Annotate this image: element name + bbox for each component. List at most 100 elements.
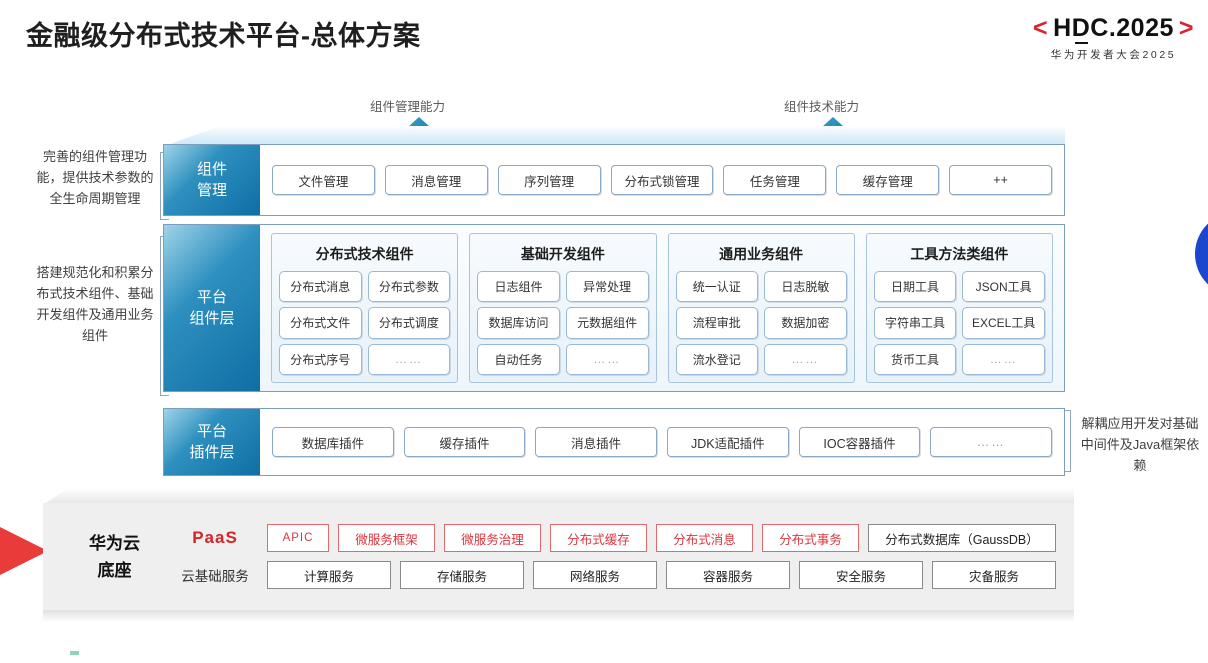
chip-cache-plugin[interactable]: 缓存插件 [403, 427, 526, 457]
base-top-surface [44, 488, 1074, 504]
chip-ioc-container-plugin[interactable]: IOC容器插件 [798, 427, 921, 457]
base-panel-shadow [43, 610, 1074, 622]
band-label-line2: 插件层 [189, 444, 235, 461]
cell-data-encryption[interactable]: 数据加密 [764, 307, 847, 339]
cell-transaction-registration[interactable]: 流水登记 [675, 343, 759, 375]
stack-top-surface [165, 126, 1065, 146]
cell-distributed-sequence[interactable]: 分布式序号 [279, 343, 362, 375]
paas-tag: PaaS [192, 528, 238, 547]
page-title: 金融级分布式技术平台-总体方案 [26, 21, 421, 51]
pbox-distributed-message[interactable]: 分布式消息 [656, 524, 753, 552]
pbox-microservice-governance[interactable]: 微服务治理 [444, 524, 541, 552]
pbox-security-service[interactable]: 安全服务 [799, 561, 923, 589]
cell-distributed-message[interactable]: 分布式消息 [279, 271, 362, 303]
band-label-line2: 组件层 [189, 310, 235, 327]
chip-sequence-management[interactable]: 序列管理 [497, 165, 601, 195]
group-distributed-technology: 分布式技术组件 分布式消息 分布式参数 分布式文件 分布式调度 分布式序号 …… [271, 233, 459, 383]
cell-log-desensitization[interactable]: 日志脱敏 [764, 271, 847, 303]
cell-automated-task[interactable]: 自动任务 [477, 343, 560, 375]
chip-file-management[interactable]: 文件管理 [272, 165, 375, 195]
group-title-utility-methods: 工具方法类组件 [910, 246, 1009, 262]
cell-more-basic[interactable]: …… [565, 343, 649, 375]
group-basic-development: 基础开发组件 日志组件 异常处理 数据库访问 元数据组件 自动任务 …… [469, 233, 657, 383]
cell-currency-utility[interactable]: 货币工具 [873, 343, 957, 375]
cell-exception-handling[interactable]: 异常处理 [565, 271, 649, 303]
angle-bracket-left-icon: < [1033, 14, 1049, 42]
band-platform-component-layer: 平台 组件层 分布式技术组件 分布式消息 分布式参数 分布式文件 分布式调度 分… [163, 224, 1065, 392]
group-grid-distributed-technology: 分布式消息 分布式参数 分布式文件 分布式调度 分布式序号 …… [279, 271, 451, 375]
pbox-disaster-recovery-service[interactable]: 灾备服务 [932, 561, 1056, 589]
cell-more-distributed[interactable]: …… [367, 343, 451, 375]
group-title-basic-development: 基础开发组件 [520, 246, 605, 262]
blue-circle-decoration [1195, 212, 1208, 296]
group-grid-utility-methods: 日期工具 JSON工具 字符串工具 EXCEL工具 货币工具 …… [873, 271, 1045, 375]
cloud-services-tag: 云基础服务 [181, 569, 249, 584]
component-groups: 分布式技术组件 分布式消息 分布式参数 分布式文件 分布式调度 分布式序号 ……… [260, 225, 1064, 391]
pbox-distributed-database-gaussdb[interactable]: 分布式数据库（GaussDB） [868, 524, 1056, 552]
cell-distributed-scheduling[interactable]: 分布式调度 [367, 307, 451, 339]
note-plugin-layer: 解耦应用开发对基础中间件及Java框架依赖 [1080, 416, 1200, 473]
cell-distributed-parameter[interactable]: 分布式参数 [367, 271, 451, 303]
hdc-logo: < HDC.2025 > 华为开发者大会2025 [1033, 14, 1194, 62]
pbox-storage-service[interactable]: 存储服务 [400, 561, 524, 589]
cell-more-utility[interactable]: …… [962, 343, 1045, 375]
huawei-cloud-base-panel: 华为云 底座 PaaS APIC 微服务框架 微服务治理 分布式缓存 分布式消息… [43, 503, 1074, 610]
cell-json-utility[interactable]: JSON工具 [962, 271, 1045, 303]
band-platform-plugin-layer: 平台 插件层 数据库插件 缓存插件 消息插件 JDK适配插件 IOC容器插件 …… [163, 408, 1065, 476]
pbox-distributed-transaction[interactable]: 分布式事务 [762, 524, 859, 552]
group-general-business: 通用业务组件 统一认证 日志脱敏 流程审批 数据加密 流水登记 …… [667, 233, 855, 383]
chip-jdk-adapter-plugin[interactable]: JDK适配插件 [667, 427, 789, 457]
base-title: 华为云 底座 [57, 530, 172, 584]
cell-unified-authentication[interactable]: 统一认证 [675, 271, 759, 303]
band-body-plugin-layer: 数据库插件 缓存插件 消息插件 JDK适配插件 IOC容器插件 …… [260, 409, 1064, 475]
hdc-underline-icon [1075, 41, 1089, 44]
cloud-services-row: 云基础服务 计算服务 存储服务 网络服务 容器服务 安全服务 灾备服务 [172, 561, 1056, 589]
band-label-platform-component-layer: 平台 组件层 [164, 225, 260, 391]
cell-log-component[interactable]: 日志组件 [477, 271, 560, 303]
cell-excel-utility[interactable]: EXCEL工具 [962, 307, 1045, 339]
chip-database-plugin[interactable]: 数据库插件 [272, 427, 394, 457]
red-wedge-decoration [0, 508, 48, 594]
hdc-logo-main: < HDC.2025 > [1033, 14, 1194, 44]
chip-message-plugin[interactable]: 消息插件 [535, 427, 658, 457]
cell-process-approval[interactable]: 流程审批 [675, 307, 759, 339]
pbox-compute-service[interactable]: 计算服务 [267, 561, 391, 589]
chip-cache-management[interactable]: 缓存管理 [836, 165, 940, 195]
cell-more-business[interactable]: …… [764, 343, 847, 375]
note-component-management: 完善的组件管理功能，提供技术参数的全生命周期管理 [36, 149, 154, 206]
pbox-apic[interactable]: APIC [267, 524, 329, 552]
pbox-container-service[interactable]: 容器服务 [666, 561, 790, 589]
band-label-line1: 平台 [196, 289, 227, 306]
band-label-line1: 组件 [196, 161, 227, 178]
hdc-logo-text: HDC.2025 [1053, 14, 1174, 44]
base-title-line1: 华为云 [89, 533, 140, 553]
chip-task-management[interactable]: 任务管理 [723, 165, 827, 195]
band-label-line2: 管理 [196, 182, 227, 199]
pbox-network-service[interactable]: 网络服务 [533, 561, 657, 589]
base-rows: PaaS APIC 微服务框架 微服务治理 分布式缓存 分布式消息 分布式事务 … [172, 524, 1074, 589]
note-component-layer: 搭建规范化和积累分布式技术组件、基础开发组件及通用业务组件 [36, 265, 154, 343]
group-utility-methods: 工具方法类组件 日期工具 JSON工具 字符串工具 EXCEL工具 货币工具 …… [865, 233, 1053, 383]
chip-more-management[interactable]: ++ [949, 165, 1053, 195]
chip-message-management[interactable]: 消息管理 [384, 165, 488, 195]
pbox-microservice-framework[interactable]: 微服务框架 [338, 524, 435, 552]
platform-stack: 组件 管理 文件管理 消息管理 序列管理 分布式锁管理 任务管理 缓存管理 ++… [163, 144, 1065, 476]
group-title-general-business: 通用业务组件 [719, 246, 804, 262]
cell-string-utility[interactable]: 字符串工具 [873, 307, 957, 339]
chip-more-plugin[interactable]: …… [930, 427, 1053, 457]
band-body-component-management: 文件管理 消息管理 序列管理 分布式锁管理 任务管理 缓存管理 ++ [260, 145, 1064, 215]
cell-metadata-component[interactable]: 元数据组件 [565, 307, 649, 339]
chip-distributed-lock-management[interactable]: 分布式锁管理 [610, 165, 714, 195]
cell-distributed-file[interactable]: 分布式文件 [279, 307, 362, 339]
group-grid-general-business: 统一认证 日志脱敏 流程审批 数据加密 流水登记 …… [675, 271, 847, 375]
group-grid-basic-development: 日志组件 异常处理 数据库访问 元数据组件 自动任务 …… [477, 271, 649, 375]
arrow-caption-component-management: 组件管理能力 [370, 100, 446, 114]
cell-database-access[interactable]: 数据库访问 [477, 307, 560, 339]
group-title-distributed-technology: 分布式技术组件 [315, 246, 414, 262]
hdc-logo-subtitle: 华为开发者大会2025 [1050, 49, 1177, 61]
cell-date-utility[interactable]: 日期工具 [873, 271, 957, 303]
angle-bracket-right-icon: > [1178, 14, 1194, 42]
green-mark-decoration [70, 651, 79, 655]
hdc-logo-label: HDC.2025 [1053, 14, 1174, 42]
pbox-distributed-cache[interactable]: 分布式缓存 [550, 524, 647, 552]
